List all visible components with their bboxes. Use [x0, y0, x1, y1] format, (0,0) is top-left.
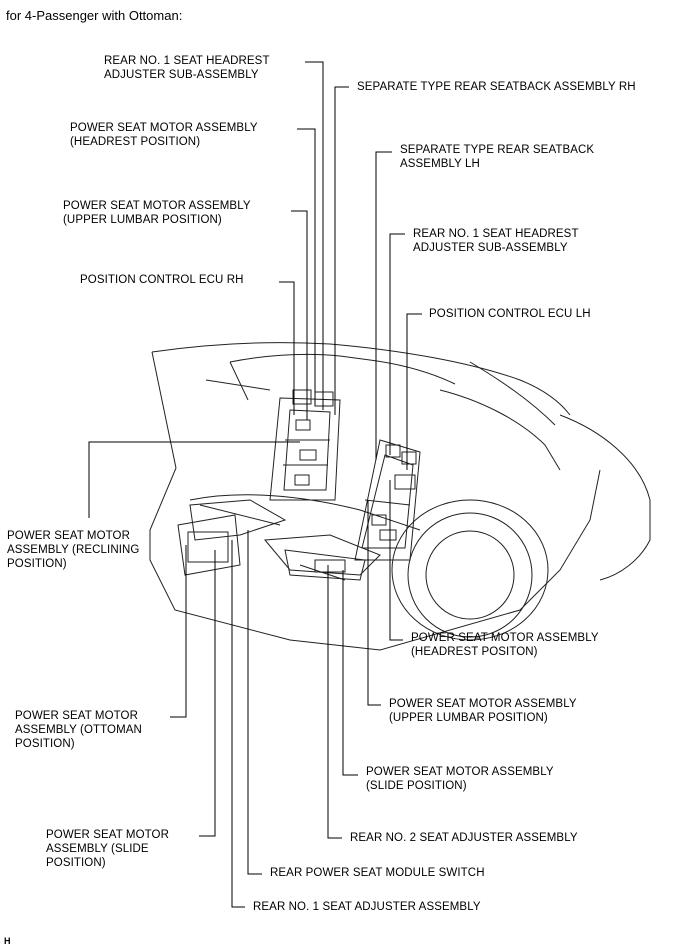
car-door-line — [439, 389, 561, 471]
car-side-sill — [379, 469, 601, 651]
car-interior-floor — [189, 494, 421, 531]
front-wheel-arch — [391, 499, 549, 641]
label-motor-upper-lumbar-rh: POWER SEAT MOTOR ASSEMBLY (UPPER LUMBAR … — [63, 200, 251, 226]
label-position-ecu-lh: POSITION CONTROL ECU LH — [429, 308, 591, 320]
leader-motor-upper-lumbar-lh — [367, 500, 381, 706]
leader-rear-module-switch — [247, 530, 262, 875]
label-separate-seatback-lh: SEPARATE TYPE REAR SEATBACK ASSEMBLY LH — [400, 144, 595, 170]
label-rear-headrest-adjuster-lh: REAR NO. 1 SEAT HEADREST ADJUSTER SUB-AS… — [413, 228, 579, 254]
car-body-rear — [149, 467, 381, 651]
front-wheel-outer — [407, 512, 533, 638]
seat-cushion-lh — [263, 534, 381, 581]
label-motor-reclining: POWER SEAT MOTOR ASSEMBLY (RECLINING POS… — [7, 530, 140, 570]
illustration-code: H — [4, 936, 11, 946]
label-rear-module-switch: REAR POWER SEAT MODULE SWITCH — [270, 867, 485, 879]
label-position-ecu-rh: POSITION CONTROL ECU RH — [80, 274, 244, 286]
leader-position-ecu-rh — [279, 281, 295, 415]
leader-separate-seatback-rh — [334, 86, 349, 415]
leader-motor-headrest-lh — [389, 480, 403, 641]
leader-motor-slide-rh — [199, 550, 216, 837]
car-c-pillar — [151, 351, 271, 469]
leader-separate-seatback-lh — [375, 151, 392, 460]
leader-rear-no2-adjuster — [327, 565, 342, 839]
label-rear-no1-adjuster: REAR NO. 1 SEAT ADJUSTER ASSEMBLY — [253, 901, 481, 913]
label-motor-slide-lh: POWER SEAT MOTOR ASSEMBLY (SLIDE POSITIO… — [366, 766, 554, 792]
leader-motor-ottoman — [170, 545, 187, 718]
seatback-rh-frame — [269, 389, 341, 501]
car-rear-window — [229, 353, 456, 385]
car-a-pillar — [469, 361, 556, 426]
label-motor-slide-rh: POWER SEAT MOTOR ASSEMBLY (SLIDE POSITIO… — [46, 829, 170, 869]
label-motor-ottoman: POWER SEAT MOTOR ASSEMBLY (OTTOMAN POSIT… — [15, 710, 142, 750]
label-rear-no2-adjuster: REAR NO. 2 SEAT ADJUSTER ASSEMBLY — [350, 832, 578, 844]
leader-motor-upper-lumbar-rh — [291, 210, 308, 420]
leader-position-ecu-lh — [406, 313, 422, 470]
leader-motor-headrest-rh — [297, 128, 316, 405]
diagram-title: for 4-Passenger with Ottoman: — [6, 8, 183, 23]
label-motor-headrest-lh: POWER SEAT MOTOR ASSEMBLY (HEADREST POSI… — [411, 632, 599, 658]
leader-rear-no1-adjuster — [231, 540, 245, 908]
label-separate-seatback-rh: SEPARATE TYPE REAR SEATBACK ASSEMBLY RH — [357, 81, 636, 93]
label-motor-headrest-rh: POWER SEAT MOTOR ASSEMBLY (HEADREST POSI… — [70, 122, 258, 148]
car-front-fender — [559, 414, 651, 581]
leader-rear-headrest-adjuster-rh — [305, 61, 324, 410]
leader-motor-slide-lh — [342, 570, 358, 776]
label-rear-headrest-adjuster-rh: REAR NO. 1 SEAT HEADREST ADJUSTER SUB-AS… — [104, 55, 270, 81]
leader-motor-reclining — [88, 441, 300, 518]
front-wheel-inner — [425, 530, 515, 620]
label-motor-upper-lumbar-lh: POWER SEAT MOTOR ASSEMBLY (UPPER LUMBAR … — [389, 698, 577, 724]
leader-rear-headrest-adjuster-lh — [389, 233, 405, 455]
seat-cushion-rh — [177, 499, 287, 576]
